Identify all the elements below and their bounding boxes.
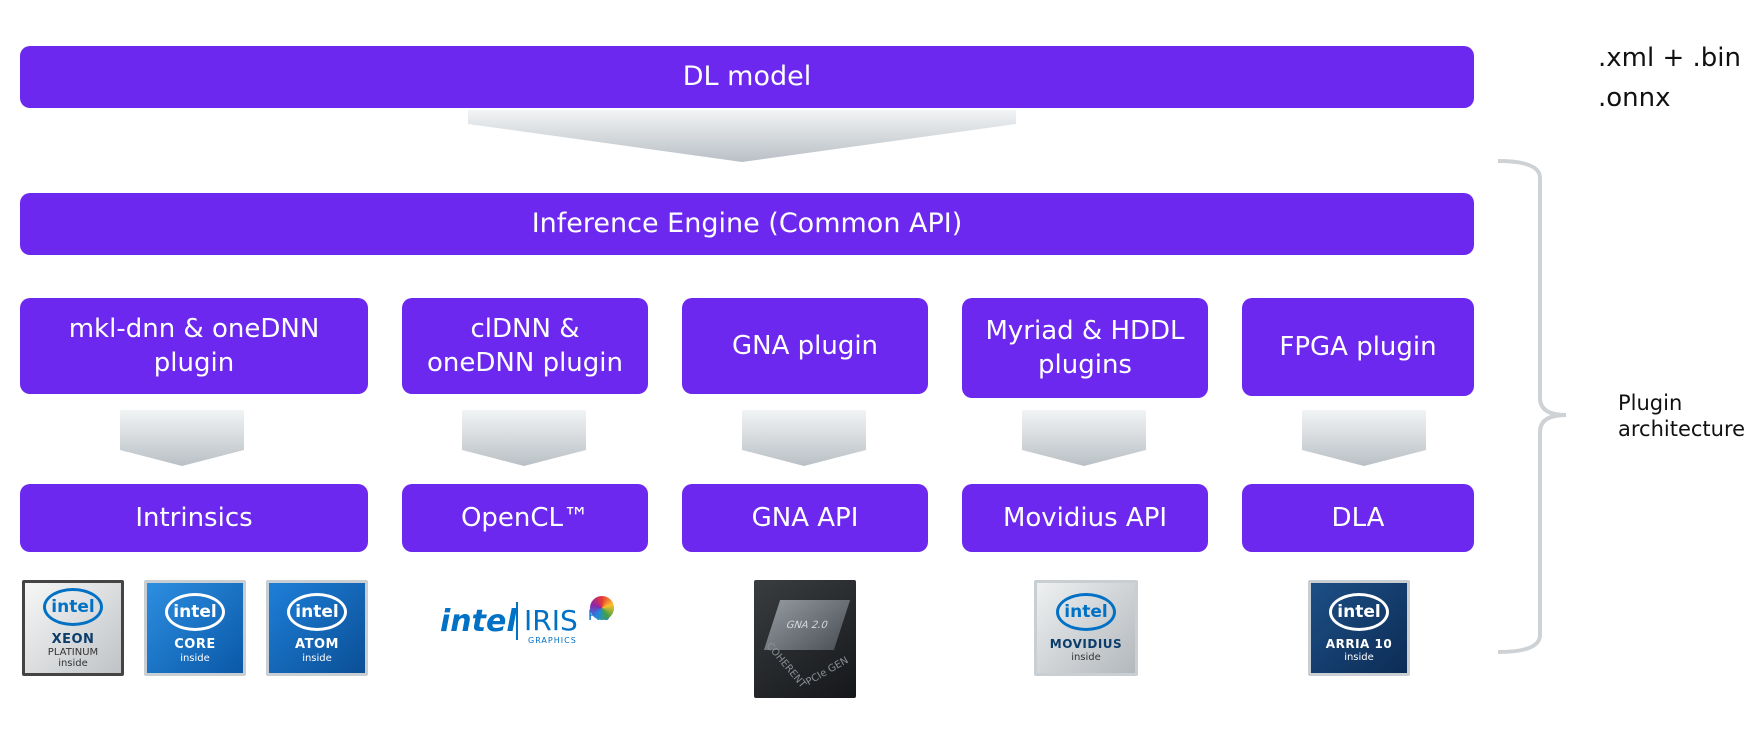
intel-arria-brand: intel [1329, 593, 1389, 631]
api-opencl-label: OpenCL™ [460, 503, 590, 533]
plugin-myriad-line2: plugins [1038, 350, 1132, 380]
gna-chip-label: GNA 2.0 [763, 600, 851, 650]
intel-movidius-inside: inside [1071, 652, 1101, 663]
arrow-plugin-4 [1022, 410, 1146, 466]
intel-xeon-name: XEON [51, 631, 95, 647]
inference-engine-label: Inference Engine (Common API) [531, 208, 963, 239]
api-movidius-label: Movidius API [1002, 503, 1168, 533]
iris-intel-brand: intel [440, 604, 517, 639]
arrow-plugin-3 [742, 410, 866, 466]
api-opencl: OpenCL™ [402, 484, 648, 552]
intel-core-logo: intel CORE inside [144, 580, 246, 676]
intel-xeon-logo: intel XEON PLATINUM inside [22, 580, 124, 676]
model-formats: .xml + .bin .onnx [1598, 38, 1741, 118]
api-intrinsics-label: Intrinsics [135, 503, 253, 533]
api-gna: GNA API [682, 484, 928, 552]
intel-arria-inside: inside [1344, 652, 1374, 663]
intel-core-inside: inside [180, 652, 210, 664]
api-intrinsics: Intrinsics [20, 484, 368, 552]
intel-movidius-name: MOVIDIUS [1049, 637, 1123, 651]
api-gna-label: GNA API [751, 503, 859, 533]
dl-model-label: DL model [682, 61, 812, 92]
api-dla-label: DLA [1331, 503, 1385, 533]
intel-atom-logo: intel ATOM inside [266, 580, 368, 676]
plugin-mkldnn-line1: mkl-dnn & oneDNN [68, 314, 320, 344]
plugin-gna-line1: GNA plugin [731, 331, 879, 361]
plugin-architecture-line2: architecture [1618, 417, 1746, 441]
plugin-architecture-bracket [1497, 159, 1567, 654]
plugin-architecture-line1: Plugin [1618, 391, 1683, 415]
intel-movidius-logo: intel MOVIDIUS inside [1034, 580, 1138, 676]
iris-name: IRIS [524, 604, 578, 637]
plugin-cldnn: clDNN & oneDNN plugin [402, 298, 648, 394]
intel-arria-logo: intel ARRIA 10 inside [1308, 580, 1410, 676]
arrow-plugin-1 [120, 410, 244, 466]
api-movidius: Movidius API [962, 484, 1208, 552]
plugin-gna: GNA plugin [682, 298, 928, 394]
plugin-fpga: FPGA plugin [1242, 298, 1474, 396]
plugin-cldnn-line1: clDNN & [470, 314, 580, 344]
intel-core-brand: intel [165, 592, 225, 631]
intel-iris-pro-logo: intel IRIS Pro GRAPHICS [440, 596, 620, 652]
iris-color-wheel-icon [590, 596, 614, 620]
intel-xeon-sub: PLATINUM [47, 646, 99, 658]
plugin-myriad-line1: Myriad & HDDL [985, 316, 1185, 346]
dl-model-bar: DL model [20, 46, 1474, 108]
model-to-engine-arrow-shape [468, 110, 1016, 162]
intel-movidius-brand: intel [1056, 593, 1116, 631]
intel-arria-name: ARRIA 10 [1325, 637, 1393, 651]
intel-xeon-inside: inside [58, 657, 88, 669]
intel-atom-brand: intel [287, 592, 347, 631]
plugin-fpga-line1: FPGA plugin [1279, 332, 1437, 362]
arrow-plugin-2 [462, 410, 586, 466]
format-xml-bin: .xml + .bin [1598, 43, 1741, 73]
intel-atom-inside: inside [302, 652, 332, 664]
api-dla: DLA [1242, 484, 1474, 552]
gna-chip-image: GNA 2.0 PCIe GEN COHERENT [754, 580, 856, 698]
gna-pcie-text: PCIe GEN [804, 655, 851, 688]
inference-engine-bar: Inference Engine (Common API) [20, 193, 1474, 255]
format-onnx: .onnx [1598, 83, 1671, 113]
iris-graphics: GRAPHICS [528, 636, 577, 645]
plugin-cldnn-line2: oneDNN plugin [427, 348, 623, 378]
intel-core-name: CORE [174, 636, 216, 652]
plugin-mkldnn-line2: plugin [153, 348, 235, 378]
plugin-architecture-label: Plugin architecture [1618, 390, 1745, 442]
intel-atom-name: ATOM [295, 636, 339, 652]
intel-xeon-brand: intel [43, 587, 103, 626]
plugin-myriad-hddl: Myriad & HDDL plugins [962, 298, 1208, 398]
arrow-plugin-5 [1302, 410, 1426, 466]
plugin-mkldnn: mkl-dnn & oneDNN plugin [20, 298, 368, 394]
